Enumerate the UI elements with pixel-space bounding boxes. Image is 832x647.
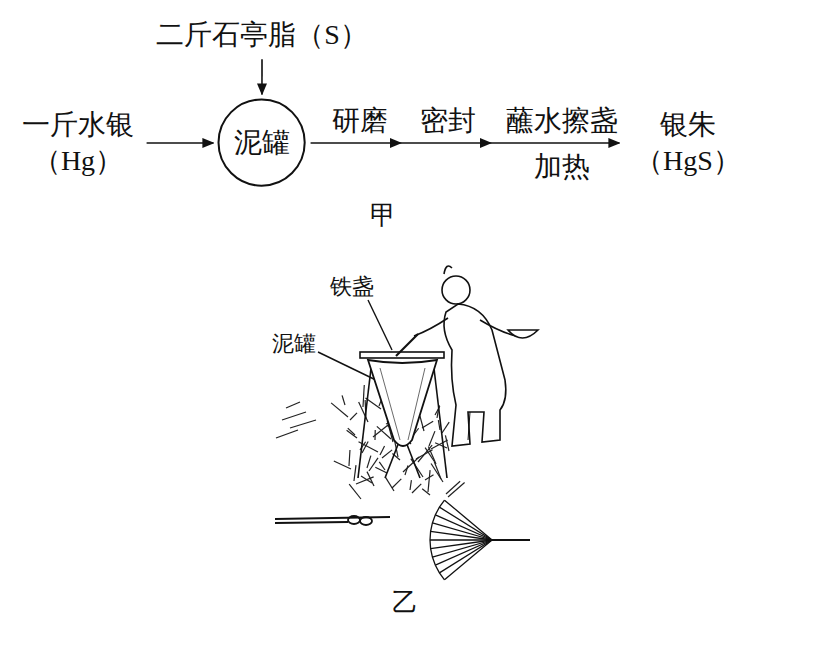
fire-stroke bbox=[428, 470, 430, 492]
fire-stroke bbox=[361, 476, 372, 483]
fire-stroke bbox=[431, 464, 443, 482]
material-text: 二斤石亭脂（S） bbox=[153, 15, 371, 55]
tongs-arm bbox=[275, 522, 348, 523]
fire-stroke bbox=[380, 446, 385, 455]
fire-stroke bbox=[434, 461, 441, 479]
fan-edge bbox=[430, 500, 445, 580]
fan-rib bbox=[435, 515, 492, 540]
robe bbox=[444, 304, 506, 446]
material-text: 一斤水银 （Hg） bbox=[13, 105, 142, 182]
stick bbox=[282, 412, 306, 420]
flow-arrow bbox=[147, 142, 214, 144]
fire-stroke bbox=[410, 480, 411, 490]
fire-stroke bbox=[354, 465, 356, 481]
flow-arrow bbox=[311, 142, 620, 144]
fan-rib bbox=[430, 539, 492, 540]
stand-leg bbox=[358, 360, 372, 478]
water-bowl bbox=[508, 330, 538, 338]
part-label: 泥罐 bbox=[272, 331, 316, 357]
pot-shading bbox=[408, 368, 425, 440]
stick bbox=[276, 430, 298, 438]
fire-stroke bbox=[435, 443, 447, 448]
fire-stroke bbox=[367, 456, 371, 468]
fire-stroke bbox=[392, 479, 401, 488]
fan-rib bbox=[432, 523, 492, 540]
fire-stroke bbox=[442, 422, 449, 433]
fire-stroke bbox=[331, 403, 348, 417]
fire-stroke bbox=[429, 431, 435, 446]
person bbox=[396, 266, 538, 446]
fire-stroke bbox=[420, 416, 424, 431]
process-circle: 泥罐 bbox=[217, 98, 306, 187]
fan-rib bbox=[439, 507, 492, 540]
fire-stroke bbox=[350, 413, 357, 420]
fan-rib bbox=[445, 500, 492, 540]
node-text: 泥罐 bbox=[234, 125, 290, 161]
step-label: 研磨 bbox=[332, 104, 388, 138]
fan-handle bbox=[492, 539, 530, 541]
flow-arrow bbox=[261, 59, 263, 94]
stick bbox=[286, 402, 300, 408]
fire-stroke bbox=[431, 440, 448, 449]
fire-stroke bbox=[349, 484, 361, 499]
pot-shading bbox=[380, 368, 400, 440]
fire-stroke bbox=[334, 461, 351, 469]
fire-stroke bbox=[363, 385, 364, 407]
fire-stroke bbox=[379, 462, 385, 470]
tongs-loop bbox=[360, 517, 372, 525]
node-text: 一斤水银 （Hg） bbox=[16, 107, 139, 180]
fire-stroke bbox=[367, 472, 374, 486]
fire-stroke bbox=[425, 448, 434, 461]
fire-stroke bbox=[382, 450, 392, 458]
fire-stroke bbox=[369, 458, 378, 471]
stand bbox=[358, 360, 447, 478]
tongs-arm bbox=[275, 517, 390, 519]
fire-stroke bbox=[386, 477, 394, 491]
stirring-stick bbox=[396, 334, 418, 356]
fire-stroke bbox=[422, 489, 430, 495]
fire-stroke bbox=[342, 395, 345, 405]
fire-stroke bbox=[445, 435, 449, 451]
circle-shape bbox=[219, 100, 305, 186]
fire-stroke bbox=[348, 428, 355, 435]
stand-leg bbox=[433, 360, 447, 478]
tongs bbox=[275, 516, 390, 525]
arm bbox=[414, 318, 448, 336]
leader-line bbox=[368, 300, 392, 350]
fire-stroke bbox=[422, 421, 433, 428]
fan-rib bbox=[439, 540, 492, 573]
fire-stroke bbox=[375, 467, 387, 473]
fan-rib bbox=[432, 540, 492, 557]
part-label: 铁盏 bbox=[330, 274, 374, 300]
fire-stroke bbox=[412, 484, 421, 493]
loose-sticks bbox=[276, 402, 316, 438]
figure-label: 乙 bbox=[392, 587, 418, 618]
robe-fold bbox=[468, 412, 470, 440]
node-text: 银朱 （HgS） bbox=[626, 107, 749, 180]
figure-label: 甲 bbox=[370, 200, 396, 231]
fire-stroke bbox=[446, 481, 460, 494]
clay-pot bbox=[368, 360, 437, 446]
step-label: 加热 bbox=[534, 150, 590, 184]
fan bbox=[430, 500, 530, 580]
iron-plate bbox=[360, 352, 444, 358]
step-label: 蘸水擦盏 bbox=[506, 104, 618, 138]
fan-rib bbox=[431, 540, 492, 549]
stick bbox=[290, 420, 316, 428]
fire-stroke bbox=[377, 426, 391, 439]
head bbox=[442, 276, 470, 304]
step-label: 密封 bbox=[420, 104, 476, 138]
material-text: 银朱 （HgS） bbox=[623, 105, 752, 182]
topknot bbox=[444, 266, 452, 274]
fire-stroke bbox=[348, 450, 350, 466]
tongs-loop bbox=[348, 516, 360, 524]
node-text: 二斤石亭脂（S） bbox=[156, 17, 368, 53]
